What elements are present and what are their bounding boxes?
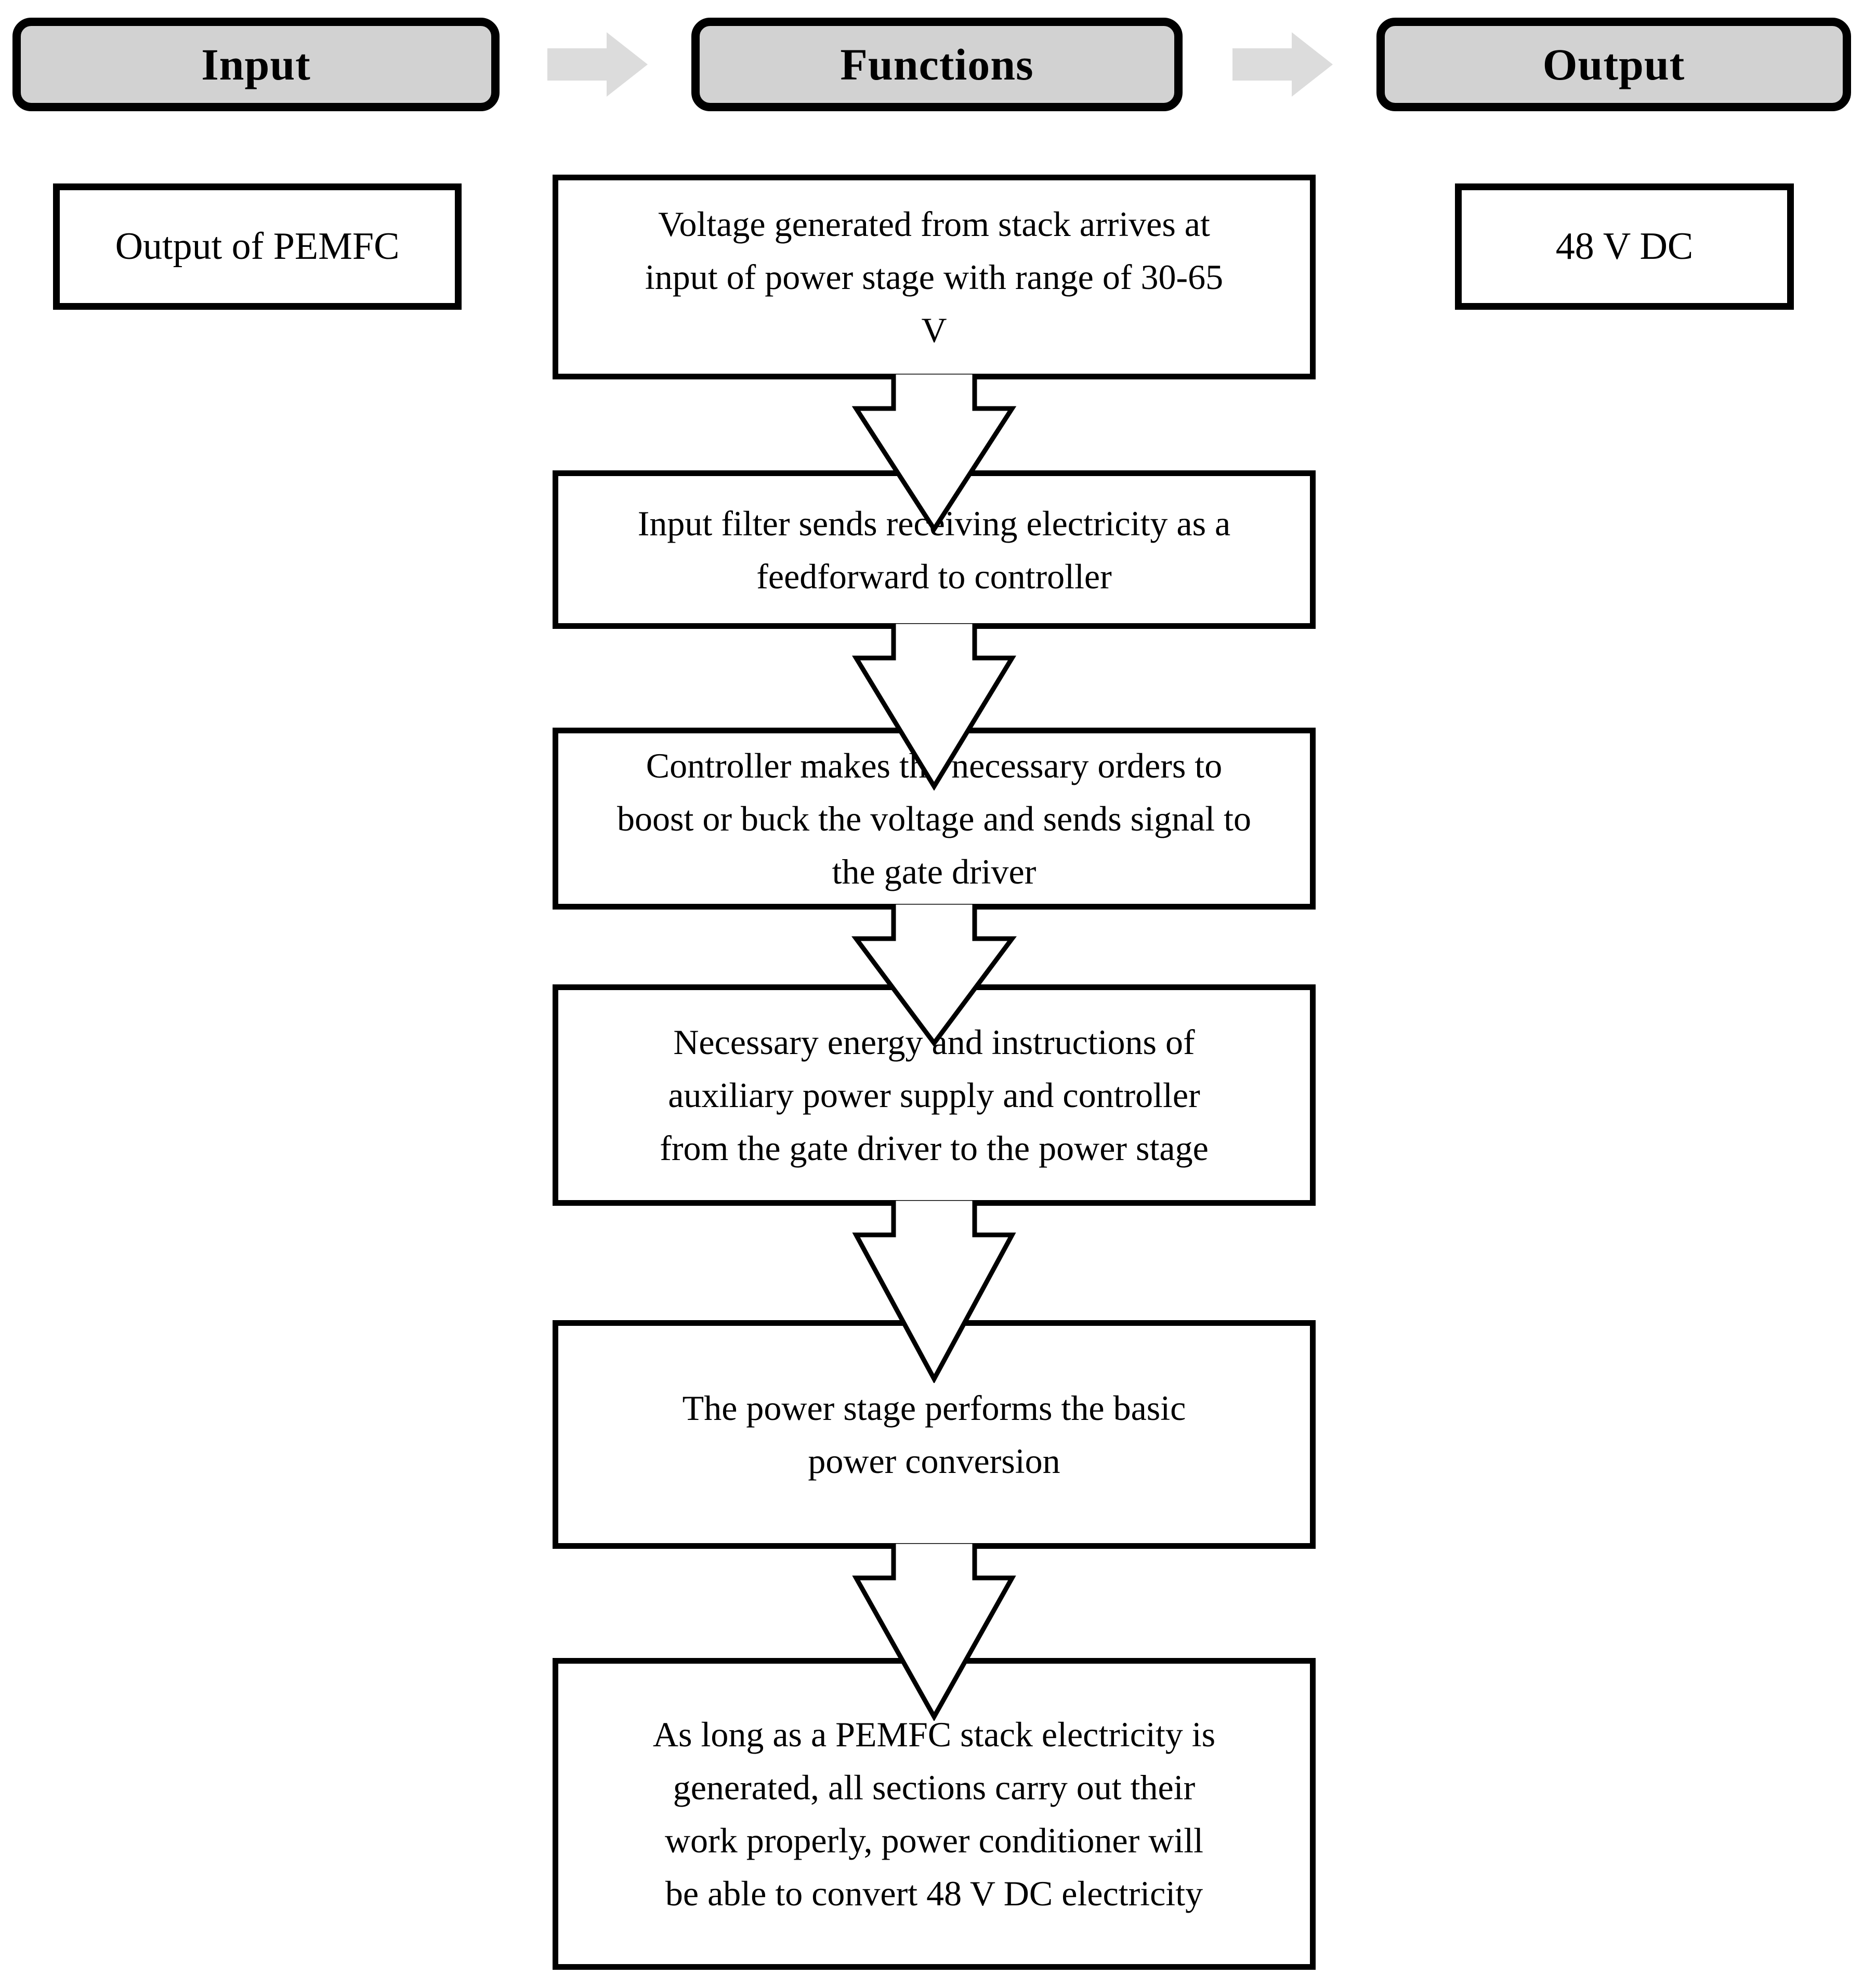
step-text-line: generated, all sections carry out their: [673, 1768, 1196, 1807]
header-input: Input: [12, 18, 500, 111]
step-text-line: be able to convert 48 V DC electricity: [665, 1874, 1203, 1913]
header-functions: Functions: [691, 18, 1183, 111]
header-output-label: Output: [1542, 40, 1685, 89]
step-text-line: from the gate driver to the power stage: [660, 1128, 1209, 1168]
down-block-arrow-icon: [852, 624, 1016, 791]
step-text-line: Voltage generated from stack arrives at: [658, 204, 1210, 244]
step-text-line: work properly, power conditioner will: [664, 1821, 1204, 1860]
function-step-5-text: The power stage performs the basic power…: [683, 1381, 1186, 1487]
header-functions-label: Functions: [840, 40, 1034, 89]
step-text-line: feedforward to controller: [756, 556, 1112, 596]
step-text-line: boost or buck the voltage and sends sign…: [616, 799, 1251, 838]
step-text-line: V: [921, 310, 947, 350]
down-block-arrow-icon: [852, 1201, 1016, 1383]
down-block-arrow-icon: [852, 1544, 1016, 1721]
step-text-line: the gate driver: [832, 852, 1037, 891]
flow-arrow-right-icon: [1232, 32, 1333, 97]
function-step-1-text: Voltage generated from stack arrives at …: [645, 198, 1223, 357]
output-item-label: 48 V DC: [1555, 225, 1694, 268]
input-item-box: Output of PEMFC: [53, 183, 462, 310]
down-block-arrow-icon: [851, 904, 1017, 1047]
down-block-arrow-icon: [851, 374, 1017, 533]
input-item-label: Output of PEMFC: [115, 225, 400, 268]
header-output: Output: [1376, 18, 1851, 111]
step-text-line: As long as a PEMFC stack electricity is: [652, 1715, 1216, 1754]
step-text-line: power conversion: [808, 1441, 1060, 1481]
header-input-label: Input: [201, 40, 311, 89]
step-text-line: input of power stage with range of 30-65: [645, 257, 1224, 297]
flow-arrow-right-icon: [547, 32, 648, 97]
function-step-6-text: As long as a PEMFC stack electricity is …: [653, 1708, 1215, 1920]
output-item-box: 48 V DC: [1455, 183, 1794, 310]
step-text-line: auxiliary power supply and controller: [668, 1075, 1200, 1115]
step-text-line: The power stage performs the basic: [682, 1388, 1186, 1428]
function-step-1: Voltage generated from stack arrives at …: [553, 175, 1316, 379]
